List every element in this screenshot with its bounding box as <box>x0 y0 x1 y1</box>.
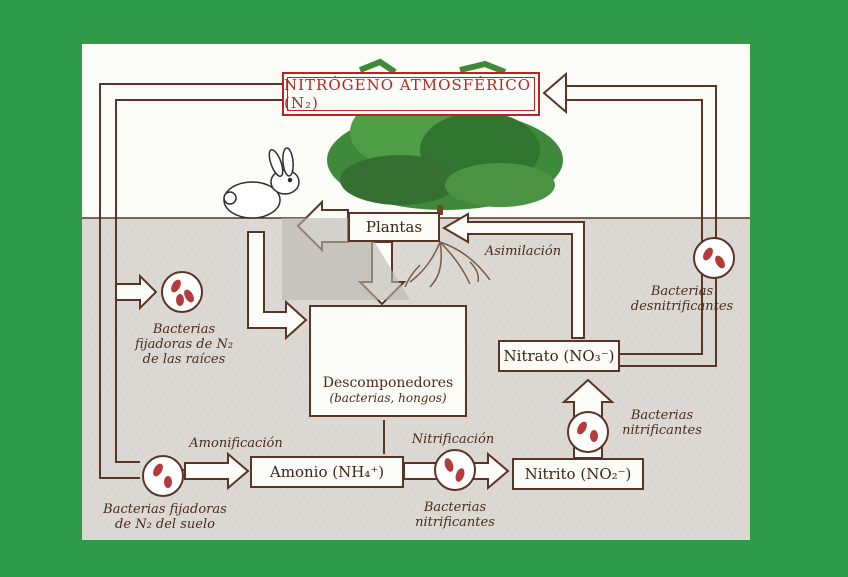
amonio-label: Amonio (NH₄⁺) <box>270 463 384 481</box>
descomponedores-line1: Descomponedores <box>312 376 464 391</box>
nitrifying-bacteria-bottom-label: Bacterias nitrificantes <box>400 500 510 530</box>
nitrif-bottom-line1: Bacterias <box>400 500 510 515</box>
nitrifying-bacteria-right-label: Bacterias nitrificantes <box>612 408 712 438</box>
plantas-label: Plantas <box>366 218 422 236</box>
amonificacion-label: Amonificación <box>176 436 296 451</box>
nitrif-bottom-line2: nitrificantes <box>400 515 510 530</box>
soil-bacteria-label: Bacterias fijadoras de N₂ del suelo <box>90 502 240 532</box>
descomponedores-label: Descomponedores (bacterias, hongos) <box>312 376 464 406</box>
amonio-node: Amonio (NH₄⁺) <box>250 456 404 488</box>
desnitrif-line2: desnitrificantes <box>622 299 742 314</box>
plantas-node: Plantas <box>348 212 440 242</box>
nitrif-right-line1: Bacterias <box>612 408 712 423</box>
soil-bacteria-line1: Bacterias fijadoras <box>90 502 240 517</box>
desnitrif-line1: Bacterias <box>622 284 742 299</box>
root-bacteria-label: Bacterias fijadoras de N₂ de las raíces <box>120 322 248 367</box>
soil-bacteria-line2: de N₂ del suelo <box>90 517 240 532</box>
nitrito-node: Nitrito (NO₂⁻) <box>512 458 644 490</box>
nitrato-label: Nitrato (NO₃⁻) <box>504 347 615 365</box>
title-text: NITRÓGENO ATMOSFÉRICO (N₂) <box>284 76 538 112</box>
root-bacteria-line3: de las raíces <box>120 352 248 367</box>
asimilacion-label: Asimilación <box>478 244 568 259</box>
denitrifying-bacteria-label: Bacterias desnitrificantes <box>622 284 742 314</box>
root-bacteria-line1: Bacterias <box>120 322 248 337</box>
nitrificacion-label: Nitrificación <box>398 432 508 447</box>
nitrito-label: Nitrito (NO₂⁻) <box>525 465 632 483</box>
nitrato-node: Nitrato (NO₃⁻) <box>498 340 620 372</box>
root-bacteria-line2: fijadoras de N₂ <box>120 337 248 352</box>
descomponedores-line2: (bacterias, hongos) <box>312 391 464 406</box>
atmospheric-nitrogen-title: NITRÓGENO ATMOSFÉRICO (N₂) <box>282 72 540 116</box>
nitrif-right-line2: nitrificantes <box>612 423 712 438</box>
